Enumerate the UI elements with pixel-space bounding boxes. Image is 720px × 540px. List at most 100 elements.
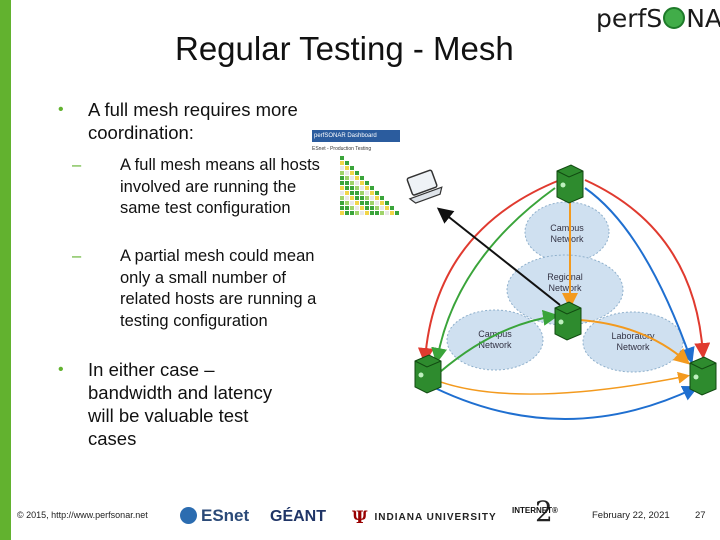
grid-cell	[355, 181, 359, 185]
grid-cell	[360, 196, 364, 200]
grid-cell	[365, 211, 369, 215]
page-number: 27	[695, 510, 706, 521]
slide-title: Regular Testing - Mesh	[175, 30, 514, 67]
iu-trident-icon: Ψ	[352, 508, 369, 528]
laptop-icon	[406, 169, 443, 204]
grid-cell	[365, 191, 369, 195]
grid-cell	[350, 206, 354, 210]
grid-cell	[390, 206, 394, 210]
grid-cell	[340, 181, 344, 185]
sub-bullet-1: – A full mesh means all hosts involved a…	[72, 155, 326, 220]
esnet-logo: ESnet	[180, 506, 249, 526]
grid-cell	[375, 196, 379, 200]
grid-cell	[370, 206, 374, 210]
arrow-orange-right	[579, 319, 691, 365]
footer-copyright: © 2015, http://www.perfsonar.net	[17, 510, 148, 520]
svg-text:Regional: Regional	[547, 272, 583, 282]
grid-cell	[375, 201, 379, 205]
grid-cell	[380, 196, 384, 200]
sub-bullet-1-text: A full mesh means all hosts involved are…	[120, 156, 320, 217]
grid-cell	[345, 206, 349, 210]
grid-cell	[390, 211, 394, 215]
geant-logo: GÉANT	[270, 508, 326, 525]
grid-cell	[380, 211, 384, 215]
server-icon-top	[556, 164, 584, 204]
grid-cell	[365, 201, 369, 205]
arrow-red-right	[584, 179, 711, 359]
server-icon-center	[554, 301, 582, 341]
grid-cell	[340, 156, 344, 160]
grid-cell	[365, 181, 369, 185]
grid-cell	[380, 206, 384, 210]
bullet-2: • In either case – bandwidth and latency…	[58, 358, 300, 450]
svg-text:Network: Network	[616, 342, 650, 352]
grid-cell	[355, 206, 359, 210]
grid-cell	[355, 171, 359, 175]
dashboard-subtitle: ESnet - Production Testing	[312, 146, 372, 152]
grid-cell	[365, 206, 369, 210]
grid-cell	[365, 186, 369, 190]
grid-cell	[355, 191, 359, 195]
arrow-green-center	[439, 309, 559, 373]
grid-cell	[350, 211, 354, 215]
campus-network-cloud-left: Campus Network	[446, 309, 544, 371]
grid-cell	[345, 201, 349, 205]
grid-cell	[350, 191, 354, 195]
sub-bullet-2: – A partial mesh could mean only a small…	[72, 246, 326, 332]
grid-cell	[350, 186, 354, 190]
esnet-globe-icon	[180, 507, 197, 524]
grid-cell	[340, 191, 344, 195]
grid-cell	[340, 196, 344, 200]
grid-cell	[345, 176, 349, 180]
internet2-mark-icon: 2	[535, 495, 553, 528]
grid-cell	[340, 206, 344, 210]
grid-cell	[355, 196, 359, 200]
grid-cell	[385, 211, 389, 215]
bullet-1-text: A full mesh requires more coordination:	[88, 99, 298, 143]
grid-cell	[375, 191, 379, 195]
grid-cell	[350, 196, 354, 200]
accent-bar	[0, 0, 11, 540]
grid-cell	[360, 191, 364, 195]
grid-cell	[350, 166, 354, 170]
grid-cell	[355, 186, 359, 190]
grid-cell	[375, 211, 379, 215]
grid-cell	[370, 201, 374, 205]
grid-cell	[350, 171, 354, 175]
svg-text:Laboratory: Laboratory	[611, 331, 655, 341]
grid-cell	[355, 201, 359, 205]
campus-network-cloud-top: Campus Network	[524, 201, 610, 263]
grid-cell	[370, 186, 374, 190]
grid-cell	[345, 196, 349, 200]
footer-date: February 22, 2021	[592, 510, 670, 521]
grid-cell	[345, 161, 349, 165]
svg-text:Network: Network	[548, 283, 582, 293]
grid-cell	[365, 196, 369, 200]
bullet-glyph: •	[58, 101, 64, 118]
grid-cell	[385, 201, 389, 205]
grid-cell	[355, 211, 359, 215]
grid-cell	[375, 206, 379, 210]
grid-cell	[350, 181, 354, 185]
grid-cell	[370, 196, 374, 200]
arrow-black-laptop	[436, 207, 561, 306]
grid-cell	[360, 186, 364, 190]
dashboard-header: perfSONAR Dashboard	[312, 130, 400, 142]
grid-cell	[345, 171, 349, 175]
server-icon-right	[689, 356, 717, 396]
grid-cell	[355, 176, 359, 180]
grid-cell	[345, 191, 349, 195]
dashboard-thumbnail: perfSONAR Dashboard ESnet - Production T…	[312, 130, 400, 238]
laboratory-network-cloud: Laboratory Network	[582, 311, 684, 373]
grid-cell	[345, 181, 349, 185]
bullet-1: • A full mesh requires more coordination…	[58, 98, 330, 144]
grid-cell	[340, 186, 344, 190]
logo-globe-icon	[663, 7, 686, 29]
grid-cell	[370, 211, 374, 215]
grid-cell	[345, 211, 349, 215]
grid-cell	[340, 166, 344, 170]
svg-text:Campus: Campus	[550, 223, 584, 233]
arrow-blue-bottom	[434, 385, 699, 420]
